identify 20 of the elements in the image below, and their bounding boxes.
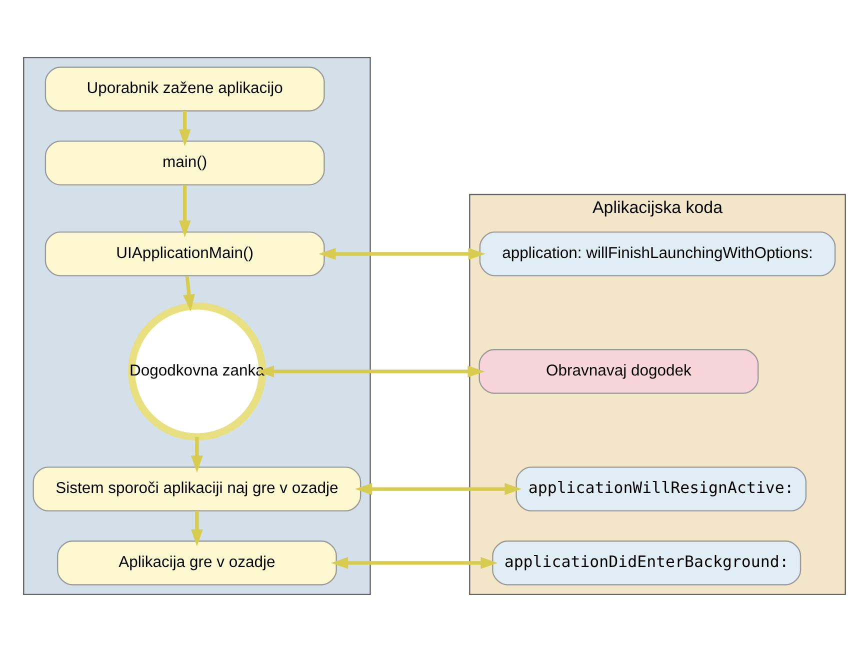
cluster [22, 56, 370, 596]
arrow [190, 436, 202, 473]
node-box: applicationWillResignActive: [515, 466, 806, 512]
arrow [190, 510, 202, 546]
arrow [318, 248, 485, 260]
arrow [330, 556, 498, 569]
node-box: application: willFinishLaunchingWithOptions: [478, 231, 836, 276]
arrow [354, 483, 522, 495]
node-circle: Dogodkovna zanka [127, 302, 266, 441]
arrow [178, 185, 190, 238]
arrow [256, 366, 484, 378]
node-box: Uporabnik zažene aplikacijo [44, 66, 324, 112]
node-box: main() [44, 140, 324, 186]
node-box: Sistem sporoči aplikaciji naj gre v ozadje [32, 466, 361, 512]
arrow [178, 110, 190, 146]
node-box: UIApplicationMain() [44, 231, 324, 276]
node-box: Obravnavaj dogodek [478, 349, 758, 394]
node-box: Aplikacija gre v ozadje [56, 540, 336, 586]
node-box: applicationDidEnterBackground: [492, 540, 801, 586]
arrow [182, 276, 194, 312]
